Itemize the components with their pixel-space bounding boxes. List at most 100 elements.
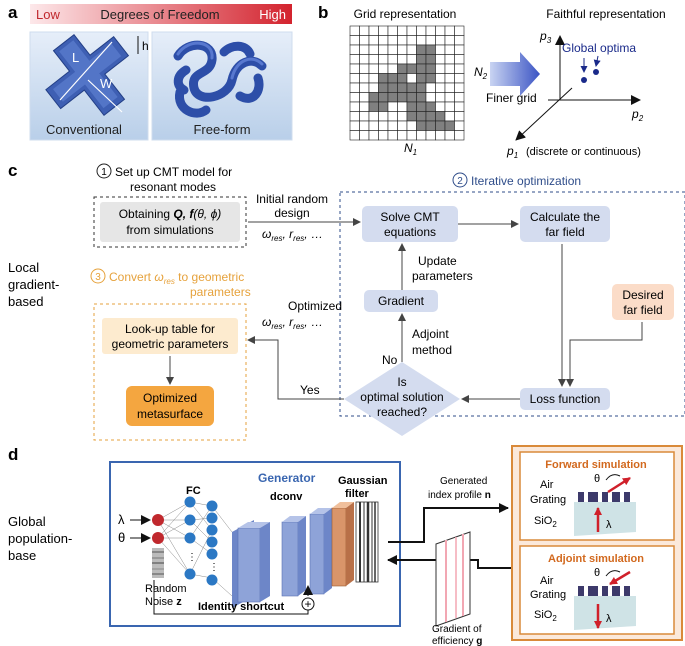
noise-strip <box>152 548 164 578</box>
cross-shape <box>45 33 130 117</box>
decision-line3: reached? <box>377 405 427 419</box>
grid-cell-empty <box>359 63 370 74</box>
grid-cell-empty <box>425 25 436 36</box>
gaussian-label-1: Gaussian <box>338 475 388 487</box>
fc2-node-2 <box>206 512 218 524</box>
fc-node-2 <box>184 514 196 526</box>
grid-cell-empty <box>368 35 379 46</box>
grid-cell-filled <box>425 54 436 65</box>
grid-cell-empty <box>435 130 446 141</box>
adjoint-sio2-label: SiO2 <box>534 609 557 623</box>
step1-line1: Set up CMT model for <box>115 165 232 179</box>
grid-cell-empty <box>444 35 455 46</box>
global-side-label-1: Global <box>8 514 46 529</box>
forward-theta-arc <box>605 474 621 481</box>
panel-a: a Low Degrees of Freedom High L W h Conv… <box>8 3 293 141</box>
grid-cell-empty <box>387 111 398 122</box>
fc2-node-3 <box>206 524 218 536</box>
grid-cell-filled <box>416 73 427 84</box>
grid-cell-empty <box>454 82 465 93</box>
generated-line2: index profile n <box>428 490 491 501</box>
dconv-label: dconv <box>270 491 303 503</box>
meta-line1: Optimized <box>143 391 197 405</box>
grid-cell-filled <box>406 63 417 74</box>
grid-cell-filled <box>425 101 436 112</box>
panel-d: d Global population- base Generator λ θ … <box>8 445 683 646</box>
global-side-label-2: population- <box>8 531 72 546</box>
forward-sio2-label: SiO2 <box>534 515 557 529</box>
fc2-node-1 <box>206 500 218 512</box>
dconv-block-1 <box>237 527 261 603</box>
dim-L-label: L <box>72 50 79 65</box>
grid-cell-empty <box>397 130 408 141</box>
grid-cell-filled <box>444 120 455 131</box>
step1-line2: resonant modes <box>130 180 216 194</box>
decision-line2: optimal solution <box>360 390 443 404</box>
grid-cell-empty <box>349 35 360 46</box>
grid-cell-filled <box>378 92 389 103</box>
faithful-title: Faithful representation <box>546 7 665 21</box>
grid-cell-empty <box>378 111 389 122</box>
forward-lambda: λ <box>606 519 612 531</box>
fc2-node-4 <box>206 536 218 548</box>
initial-line1: Initial random <box>256 192 328 206</box>
grid-cell-empty <box>444 73 455 84</box>
grid-cell-empty <box>406 54 417 65</box>
identity-label: Identity shortcut <box>198 601 285 613</box>
grid-cell-filled <box>378 82 389 93</box>
solve-cmt-box <box>362 206 458 242</box>
grid-cell-empty <box>378 44 389 55</box>
solve-line1: Solve CMT <box>380 210 440 224</box>
grid-cell-empty <box>378 25 389 36</box>
no-label: No <box>382 353 398 367</box>
yes-arrow <box>247 336 344 400</box>
update-line1: Update <box>418 254 457 268</box>
dconv-block-2 <box>281 521 299 597</box>
grid-cell-filled <box>368 101 379 112</box>
network-connections <box>157 501 233 597</box>
grid-cell-filled <box>425 111 436 122</box>
grid-cell-filled <box>416 54 427 65</box>
grid-cell-empty <box>416 25 427 36</box>
plus-sign: + <box>304 597 311 611</box>
grid-cell-empty <box>444 130 455 141</box>
grid-cell-empty <box>387 35 398 46</box>
grid-cell-empty <box>349 73 360 84</box>
grid-cell-empty <box>387 63 398 74</box>
grid-cell-empty <box>368 120 379 131</box>
grid-cell-empty <box>454 101 465 112</box>
grid-cell-filled <box>416 63 427 74</box>
panel-c: c Local gradient- based 1 Set up CMT mod… <box>8 161 685 441</box>
grid-cell-empty <box>397 101 408 112</box>
desired-far-field-box <box>612 284 674 320</box>
dof-low-label: Low <box>36 7 60 22</box>
n1-label: N1 <box>404 141 417 157</box>
grid-cell-empty <box>359 25 370 36</box>
grid-cell-empty <box>359 111 370 122</box>
grid-cell-empty <box>387 130 398 141</box>
fc2-node-5 <box>206 548 218 560</box>
grid-cell-filled <box>416 92 427 103</box>
grid-cell-empty <box>444 82 455 93</box>
grid-cell-empty <box>435 44 446 55</box>
grid-cell-empty <box>435 82 446 93</box>
fc-node-4 <box>184 568 196 580</box>
optimum-point-2 <box>593 69 599 75</box>
decision-diamond <box>344 362 460 436</box>
step2-title: Iterative optimization <box>471 174 581 188</box>
optimized-label: Optimized <box>288 299 342 313</box>
grid-cell-empty <box>368 82 379 93</box>
grid-cell-empty <box>416 130 427 141</box>
loss-label: Loss function <box>530 392 601 406</box>
fc-node-1 <box>184 496 196 508</box>
desired-line2: far field <box>623 303 662 317</box>
grid-cell-empty <box>349 25 360 36</box>
grid-cell-empty <box>397 44 408 55</box>
grid-cell-empty <box>444 101 455 112</box>
forward-theta: θ <box>594 473 600 485</box>
step2-number: 2 <box>457 176 463 187</box>
finer-grid-label: Finer grid <box>486 91 537 105</box>
adjoint-in-arrow <box>609 570 631 586</box>
p2-label: p2 <box>631 107 644 123</box>
meta-line2: metasurface <box>137 407 203 421</box>
